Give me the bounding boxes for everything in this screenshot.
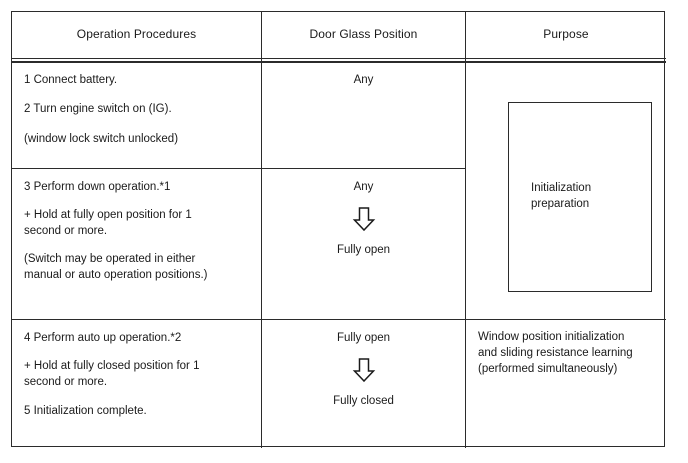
operation-step: (window lock switch unlocked) [24,132,179,145]
header-rule-lower [12,61,666,63]
operation-step: (Switch may be operated in either manual… [24,253,208,281]
column-header-door-glass-position: Door Glass Position [262,12,465,58]
initialization-preparation-label: Initialization preparation [531,182,592,210]
operation-step: 3 Perform down operation.*1 [24,181,171,193]
glass-state-from: Any [353,74,374,86]
header-rule-upper [12,58,666,60]
initialization-preparation-box: Initialization preparation [508,102,652,292]
column-divider-1 [261,12,263,448]
column-header-purpose: Purpose [466,12,666,58]
operation-step: 4 Perform auto up operation.*2 [24,332,182,344]
column-header-label: Door Glass Position [309,27,418,42]
glass-state-to: Fully open [336,244,391,257]
column-divider-2 [465,12,467,448]
row-divider-2-3 [12,319,666,321]
row-divider-1-2 [12,168,465,170]
operation-step: 2 Turn engine switch on (IG). [24,103,172,116]
initialization-procedure-table: Operation Procedures Door Glass Position… [11,11,666,448]
glass-state-to: Fully closed [333,395,394,408]
down-arrow-icon [351,357,377,383]
purpose-cell: Window position initialization and slidi… [466,320,666,448]
table-row: 3 Perform down operation.*1 + Hold at fu… [12,169,261,319]
purpose-text: Window position initialization and slidi… [478,331,633,375]
column-header-operation-procedures: Operation Procedures [12,12,261,58]
operation-step: 1 Connect battery. [24,74,118,86]
purpose-cell-merged: Initialization preparation [466,62,666,319]
down-arrow-icon [351,206,377,232]
column-header-label: Operation Procedures [76,27,197,42]
table-row: 4 Perform auto up operation.*2 + Hold at… [12,320,261,448]
door-glass-position-cell: Any Fully open [262,169,465,319]
door-glass-position-cell: Fully open Fully closed [262,320,465,448]
operation-step: + Hold at fully open position for 1 seco… [24,209,192,237]
operation-step: 5 Initialization complete. [24,405,147,418]
glass-state-from: Fully open [336,332,391,344]
operation-step: + Hold at fully closed position for 1 se… [24,360,200,388]
door-glass-position-cell: Any [262,62,465,168]
column-header-label: Purpose [543,27,589,42]
glass-state-from: Any [353,181,374,193]
table-row: 1 Connect battery. 2 Turn engine switch … [12,62,261,168]
